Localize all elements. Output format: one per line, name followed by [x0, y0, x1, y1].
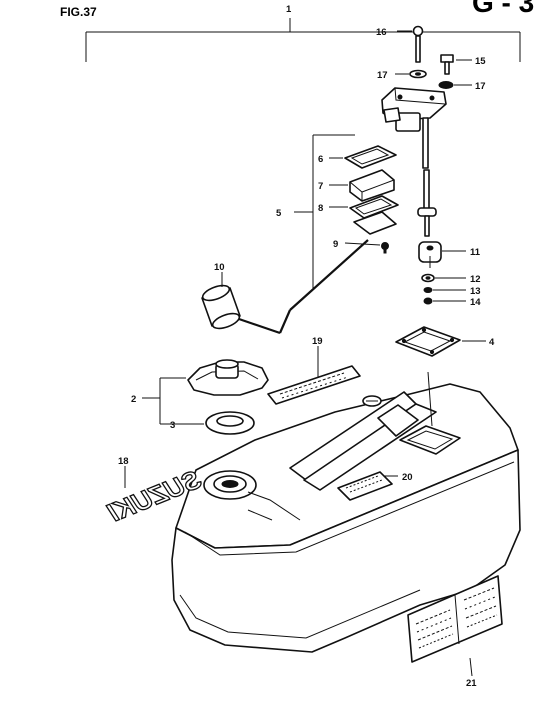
callout-13: 13	[470, 286, 481, 297]
fuel-tank-body	[171, 371, 521, 653]
callout-14: 14	[470, 297, 481, 308]
callout-20: 20	[402, 472, 413, 483]
callout-10: 10	[214, 262, 225, 273]
washer-17-left	[409, 69, 427, 79]
warning-label-21	[407, 575, 503, 663]
gauge-unit-bracket	[294, 134, 355, 290]
cap-gasket-3	[205, 411, 255, 435]
callout-21: 21	[466, 678, 477, 689]
gauge-arm	[235, 239, 369, 335]
callout-9: 9	[333, 239, 338, 250]
figure-title: FIG.37	[60, 5, 97, 19]
washer-17-right	[438, 81, 454, 89]
callout-12: 12	[470, 274, 481, 285]
callout-2-3-bracket	[142, 377, 204, 425]
figure-corner-code: G - 3	[472, 0, 534, 18]
float-11	[418, 241, 442, 268]
gasket-6	[344, 145, 397, 169]
screw-9	[381, 242, 389, 254]
callout-2: 2	[131, 394, 136, 405]
callout-16: 16	[376, 27, 387, 38]
callout-5: 5	[276, 208, 282, 219]
gasket-4	[395, 326, 461, 357]
callout-1: 1	[286, 4, 292, 15]
bolt-16	[412, 25, 424, 63]
sender-base-plate	[353, 211, 397, 235]
washer-12	[421, 273, 435, 283]
callout-3: 3	[170, 420, 175, 431]
label-19	[267, 365, 361, 405]
float-10	[201, 284, 241, 330]
callout-4: 4	[489, 337, 495, 348]
nut-14	[423, 297, 433, 305]
callout-17b: 17	[475, 81, 486, 92]
gasket-8	[349, 195, 399, 219]
bolt-15	[440, 54, 454, 75]
gauge-head-assembly	[381, 87, 447, 237]
callout-19: 19	[312, 336, 323, 347]
callout-18: 18	[118, 456, 129, 467]
callout-17a: 17	[377, 70, 388, 81]
assembly-bracket	[85, 18, 521, 62]
callout-11: 11	[470, 247, 481, 258]
washer-13	[423, 287, 433, 293]
callout-15: 15	[475, 56, 486, 67]
fuel-cap-2	[187, 359, 269, 396]
callout-7: 7	[318, 181, 323, 192]
callout-8: 8	[318, 203, 323, 214]
sender-cover-7	[349, 169, 395, 202]
callout-6: 6	[318, 154, 323, 165]
